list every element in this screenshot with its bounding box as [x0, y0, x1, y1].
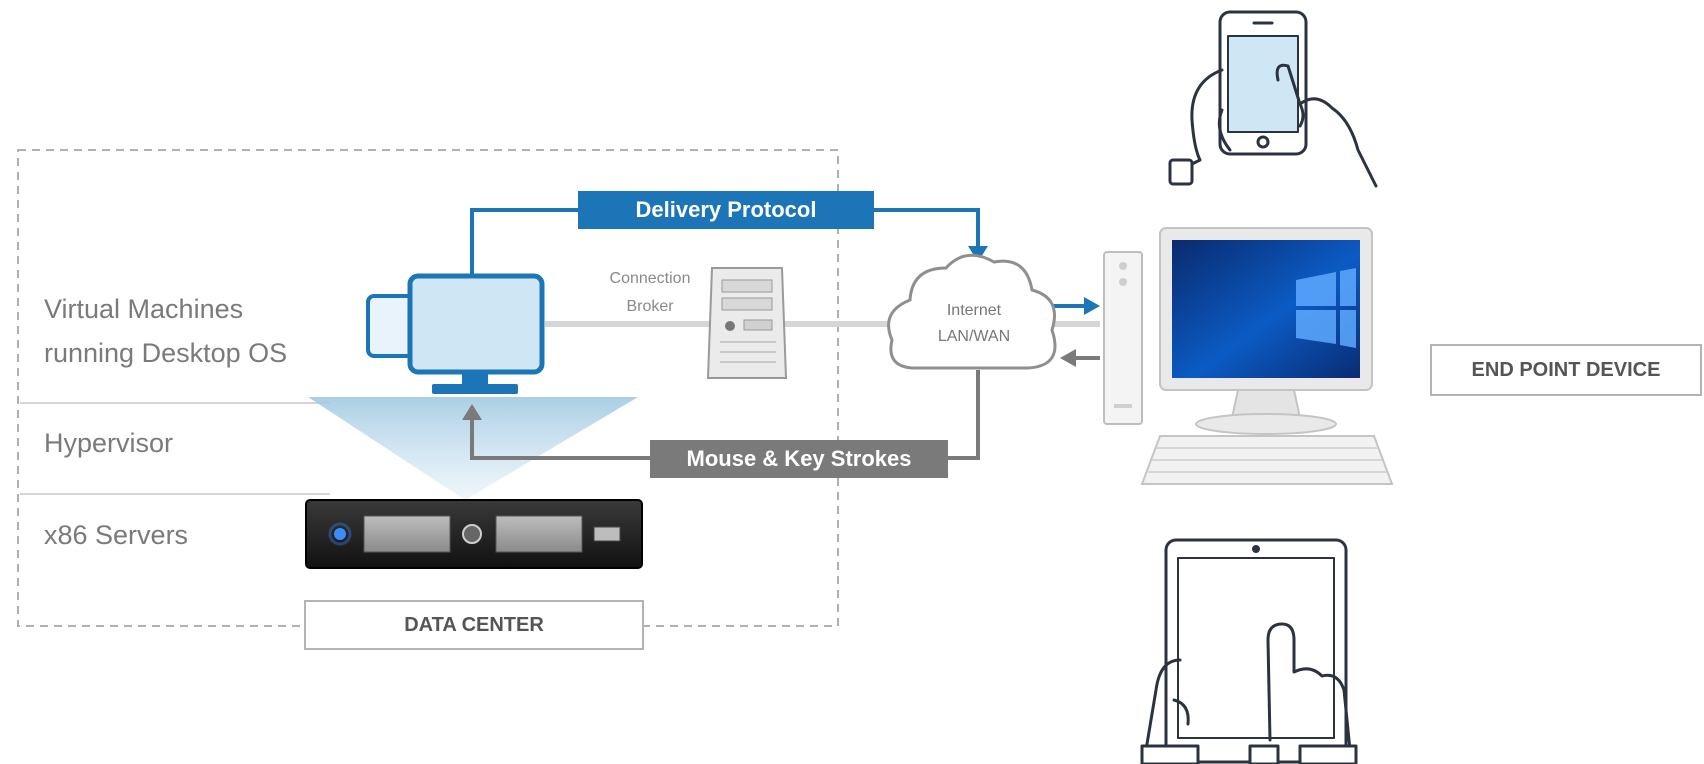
cloud-icon [887, 253, 1057, 370]
server-rack-icon [305, 499, 643, 569]
connection-broker-tower-icon [706, 267, 788, 379]
feedback-arrowhead [462, 404, 482, 420]
delivery-arrowhead [968, 246, 988, 262]
mouse-keystrokes-banner: Mouse & Key Strokes [650, 440, 948, 478]
smartphone-hand-icon [1168, 10, 1378, 188]
layer-label-servers: x86 Servers [44, 520, 189, 550]
broker-label-line1: Connection [609, 270, 691, 287]
delivery-protocol-banner: Delivery Protocol [578, 191, 874, 229]
tablet-hands-icon [1140, 538, 1358, 764]
data-center-boundary [17, 149, 839, 627]
windows-logo-icon [1296, 268, 1356, 348]
network-label-line2: LAN/WAN [937, 328, 1011, 345]
layer-label-vm-line1: Virtual Machines [44, 294, 244, 324]
endpoint-device-label: END POINT DEVICE [1430, 344, 1702, 396]
data-center-label: DATA CENTER [304, 600, 644, 650]
layer-label-hypervisor: Hypervisor [44, 428, 174, 458]
cloud-in-arrowhead [1060, 349, 1076, 367]
cloud-out-arrowhead [1084, 297, 1100, 315]
virtual-machine-monitor-icon [366, 273, 545, 394]
desktop-computer-icon [1103, 227, 1394, 485]
layer-label-vm-line2: running Desktop OS [44, 338, 288, 368]
broker-label-line2: Broker [626, 298, 674, 315]
network-label-line1: Internet [946, 302, 1002, 319]
